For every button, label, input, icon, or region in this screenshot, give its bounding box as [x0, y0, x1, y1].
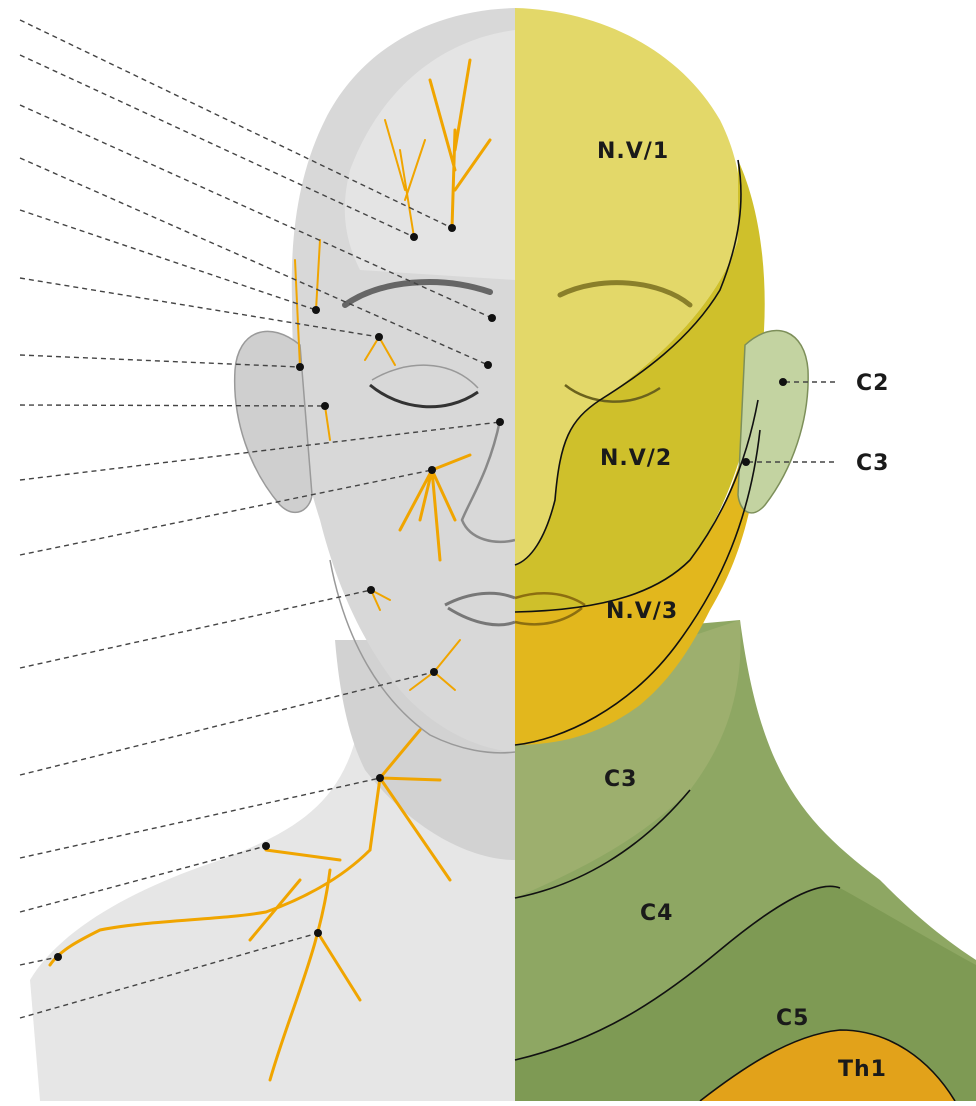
point-1 — [448, 224, 456, 232]
label-c4: C4 — [640, 901, 673, 926]
label-c5: C5 — [776, 1006, 809, 1031]
point-6 — [375, 333, 383, 341]
point-15 — [54, 953, 62, 961]
point-14 — [262, 842, 270, 850]
label-th1: Th1 — [838, 1057, 887, 1082]
point-12 — [430, 668, 438, 676]
point-5 — [312, 306, 320, 314]
point-9 — [496, 418, 504, 426]
point-4 — [484, 361, 492, 369]
point-c2 — [779, 378, 787, 386]
label-nv1: N.V/1 — [597, 139, 669, 164]
point-8 — [321, 402, 329, 410]
point-2 — [410, 233, 418, 241]
point-16 — [314, 929, 322, 937]
right-face-half — [515, 8, 976, 1101]
point-c3-ear — [742, 458, 750, 466]
point-3 — [488, 314, 496, 322]
point-7 — [296, 363, 304, 371]
label-c3-ear: C3 — [856, 451, 889, 476]
label-nv2: N.V/2 — [600, 446, 672, 471]
label-c3-neck: C3 — [604, 767, 637, 792]
left-face-half — [30, 8, 515, 1101]
label-nv3: N.V/3 — [606, 599, 678, 624]
point-13 — [376, 774, 384, 782]
right-ear-zone — [738, 330, 808, 512]
label-c2-ear: C2 — [856, 371, 889, 396]
point-10 — [428, 466, 436, 474]
point-11 — [367, 586, 375, 594]
leader-11 — [20, 590, 371, 668]
leader-5 — [20, 210, 316, 310]
